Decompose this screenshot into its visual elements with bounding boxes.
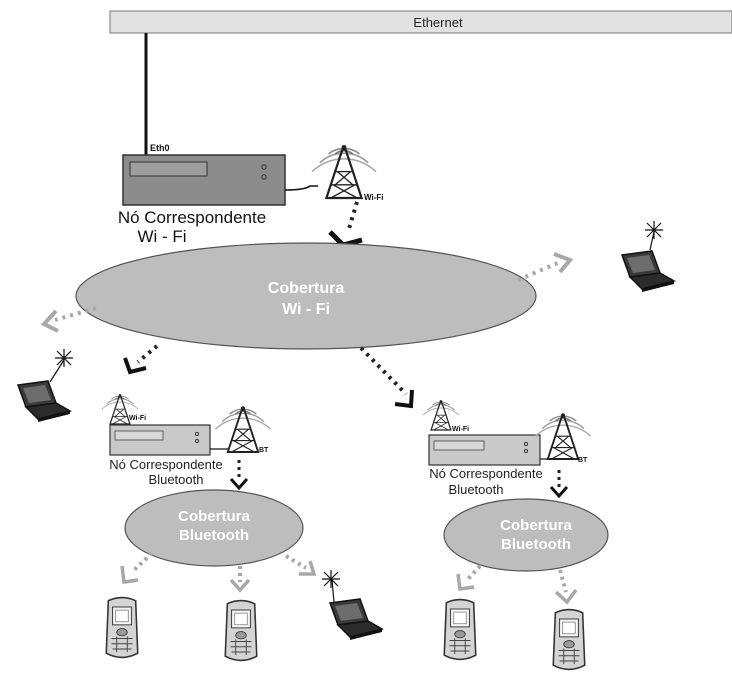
wifi-tower-tag: Wi-Fi (364, 193, 383, 202)
bt-right-arrow-phone1 (456, 564, 482, 591)
mobile-phone-icon-3 (443, 598, 477, 661)
laptop-icon-left (17, 380, 71, 423)
arrow-to-laptop-right (517, 252, 574, 282)
wifi-coverage-area: Cobertura Wi - Fi (75, 242, 537, 350)
ethernet-label: Ethernet (413, 15, 463, 30)
bt-coverage-left-line2: Bluetooth (179, 527, 249, 544)
wifi-node-label-line2: Wi - Fi (137, 227, 186, 246)
bt-left-node-label-line2: Bluetooth (149, 472, 204, 487)
arrow-to-laptop-left (40, 306, 97, 333)
wifi-node-label-line1: Nó Correspondente (118, 208, 266, 227)
bt-left-arrow-phone2 (229, 566, 251, 593)
wifi-coverage-line2: Wi - Fi (282, 301, 330, 318)
ethernet-bus: Ethernet (109, 10, 732, 34)
laptop-icon-bt-left (329, 598, 383, 641)
bt-left-arrow-phone1 (120, 551, 154, 584)
antenna-spark-icon-left (54, 348, 74, 368)
bt-left-node-server (109, 424, 211, 456)
bt-left-wifi-tag: Wi-Fi (129, 415, 146, 422)
bt-right-arrow-phone2 (554, 569, 578, 605)
arrow-to-bt-node-left (123, 344, 159, 375)
bt-coverage-area-left: Cobertura Bluetooth (124, 489, 304, 567)
bt-left-downlink-arrow (229, 460, 249, 491)
bt-right-wifi-tag: Wi-Fi (452, 426, 469, 433)
wifi-tower-icon (311, 143, 377, 200)
antenna-spark-icon-right (644, 220, 664, 240)
mobile-phone-icon-4 (552, 608, 586, 671)
wifi-node-server (122, 154, 286, 206)
arrow-to-bt-node-right (359, 346, 414, 409)
bt-right-node-label-line2: Bluetooth (449, 482, 504, 497)
bt-coverage-right-line2: Bluetooth (501, 536, 571, 553)
bt-coverage-left-line1: Cobertura (178, 508, 250, 525)
bt-left-arrow-laptop (284, 554, 317, 576)
laptop-icon-right (621, 250, 675, 293)
bt-left-bt-tag: BT (259, 447, 269, 454)
bt-right-bt-tower-icon (534, 412, 592, 460)
bt-left-bt-tower-icon (214, 405, 272, 453)
antenna-spark-icon-bt (321, 569, 341, 589)
wifi-downlink-arrow (328, 201, 363, 248)
bt-right-node-server (428, 434, 541, 466)
bt-coverage-right-line1: Cobertura (500, 517, 572, 534)
bt-right-bt-tag: BT (578, 457, 588, 464)
bt-left-node-label-line1: Nó Correspondente (109, 457, 222, 472)
eth0-label: Eth0 (150, 143, 170, 153)
bt-right-downlink-arrow (549, 470, 569, 499)
mobile-phone-icon-2 (224, 599, 258, 662)
bt-coverage-area-right: Cobertura Bluetooth (443, 498, 609, 572)
wifi-coverage-line1: Cobertura (268, 280, 345, 297)
mobile-phone-icon-1 (105, 596, 139, 659)
bt-right-node-label-line1: Nó Correspondente (429, 466, 542, 481)
